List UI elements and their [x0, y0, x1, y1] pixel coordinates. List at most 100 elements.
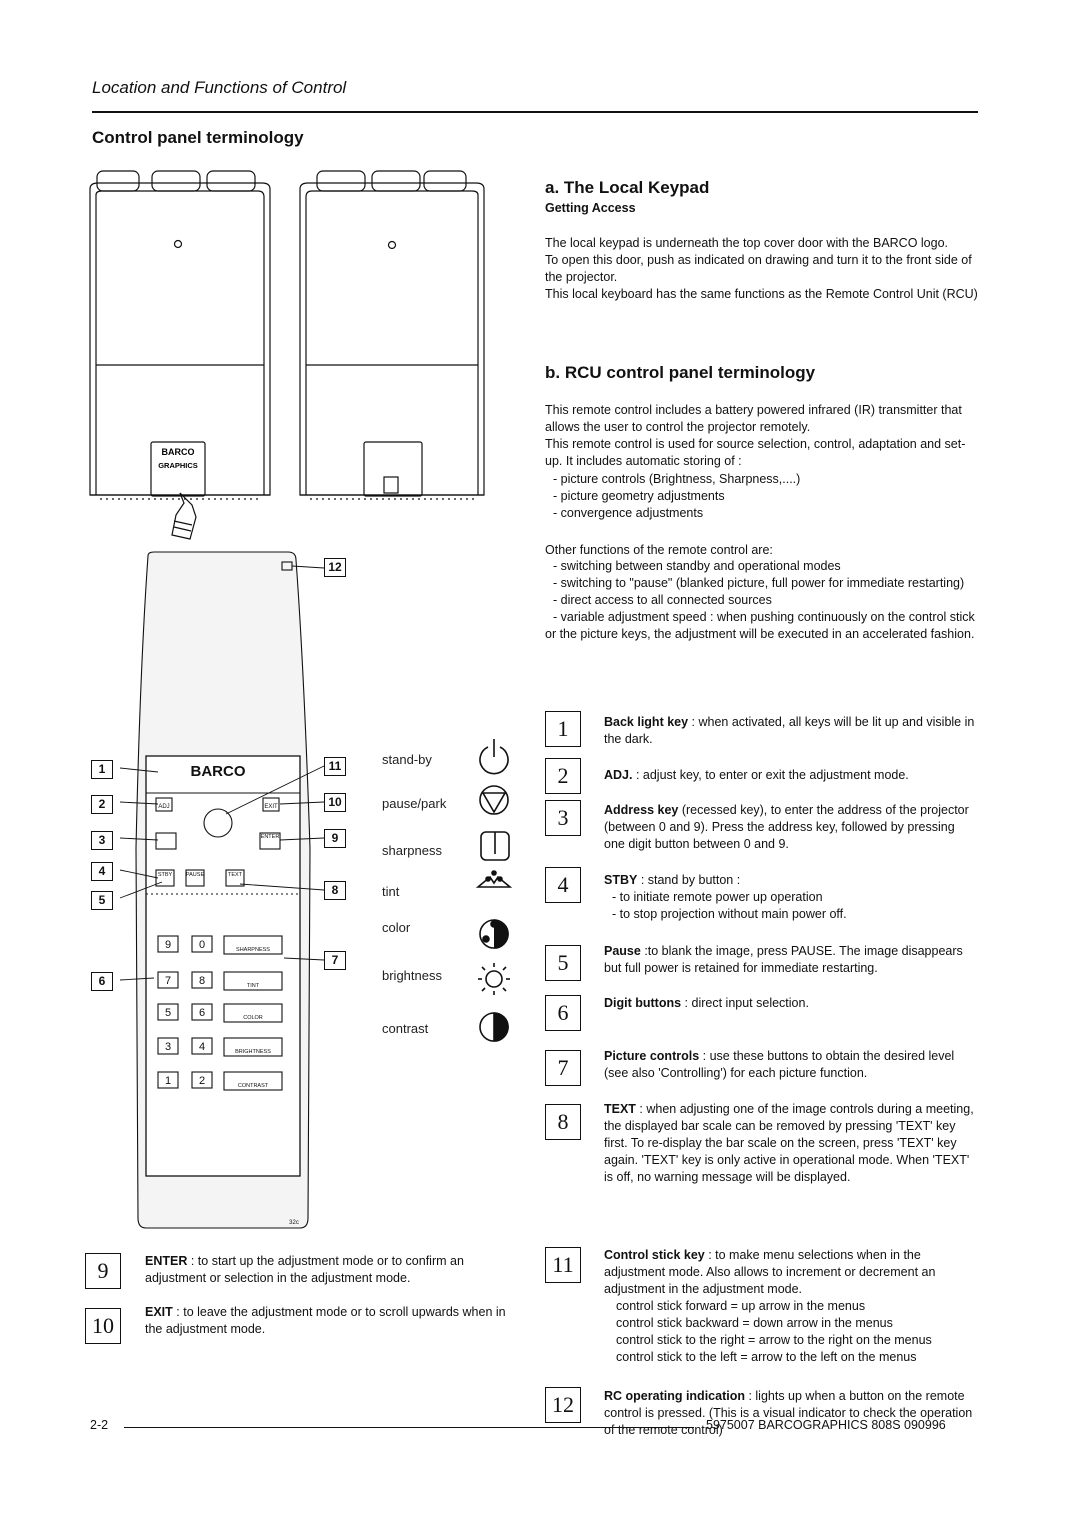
- rcu-list-2: - switching between standby and operatio…: [545, 558, 978, 643]
- remote-control-drawing: BARCO ADJ EXIT ENTER STBY PAUSE TEXT 9 0…: [119, 551, 325, 1229]
- list-item: - switching to "pause" (blanked picture,…: [553, 576, 965, 590]
- exit-key[interactable]: EXIT: [264, 804, 278, 810]
- key-name: RC operating indication: [604, 1389, 745, 1403]
- list-item: - to initiate remote power up operation: [612, 890, 823, 904]
- digit-4[interactable]: 4: [199, 1041, 205, 1053]
- label-brightness: brightness: [382, 968, 442, 983]
- key-text: : stand by button :: [637, 873, 741, 887]
- digit-3[interactable]: 3: [165, 1041, 171, 1053]
- brightness-key[interactable]: BRIGHTNESS: [235, 1049, 271, 1055]
- key-number-1: 1: [545, 711, 581, 747]
- callout-10: 10: [324, 793, 346, 812]
- pause-key[interactable]: PAUSE: [186, 872, 205, 878]
- stby-key[interactable]: STBY: [158, 872, 173, 878]
- digit-8[interactable]: 8: [199, 975, 205, 987]
- key-desc-4: STBY : stand by button : - to initiate r…: [604, 872, 978, 923]
- callout-4: 4: [91, 862, 113, 881]
- key-number-5: 5: [545, 945, 581, 981]
- key-text: : direct input selection.: [681, 996, 809, 1010]
- contrast-key[interactable]: CONTRAST: [238, 1083, 269, 1089]
- key-number-7: 7: [545, 1050, 581, 1086]
- digit-9[interactable]: 9: [165, 939, 171, 951]
- projector-logo-sub: GRAPHICS: [158, 461, 198, 470]
- key-text: : adjust key, to enter or exit the adjus…: [632, 768, 909, 782]
- digit-7[interactable]: 7: [165, 975, 171, 987]
- enter-key[interactable]: ENTER: [261, 834, 280, 840]
- key-desc-1: Back light key : when activated, all key…: [604, 714, 978, 748]
- key-desc-6: Digit buttons : direct input selection.: [604, 995, 978, 1012]
- callout-3: 3: [91, 831, 113, 850]
- list-item: - variable adjustment speed : when pushi…: [545, 610, 975, 641]
- list-item: - picture geometry adjustments: [553, 489, 725, 503]
- callout-1: 1: [91, 760, 113, 779]
- label-contrast: contrast: [382, 1021, 429, 1036]
- key-text: : use these buttons to obtain the desire…: [604, 1049, 955, 1080]
- footer-rule: [124, 1427, 694, 1428]
- rcu-title: b. RCU control panel terminology: [545, 363, 816, 382]
- other-functions-intro: Other functions of the remote control ar…: [545, 543, 773, 557]
- local-keypad-title: a. The Local Keypad: [545, 178, 710, 197]
- list-item: control stick to the right = arrow to th…: [616, 1333, 932, 1347]
- key-name: Address key: [604, 803, 679, 817]
- rcu-list-1: - picture controls (Brightness, Sharpnes…: [553, 471, 800, 522]
- local-keypad-para-2: To open this door, push as indicated on …: [545, 253, 972, 284]
- key-number-3: 3: [545, 800, 581, 836]
- page-number: 2-2: [90, 1418, 109, 1432]
- key-name: EXIT: [145, 1305, 173, 1319]
- key-name: Digit buttons: [604, 996, 682, 1010]
- tint-icon: [475, 870, 513, 888]
- key-name: STBY: [604, 873, 638, 887]
- section-title: Control panel terminology: [92, 128, 304, 147]
- key-desc-10: EXIT : to leave the adjustment mode or t…: [145, 1304, 520, 1338]
- standby-icon: [479, 739, 509, 775]
- digit-5[interactable]: 5: [165, 1007, 171, 1019]
- key-name: ADJ.: [604, 768, 633, 782]
- list-item: control stick forward = up arrow in the …: [616, 1299, 866, 1313]
- callout-11: 11: [324, 757, 346, 776]
- key-desc-2: ADJ. : adjust key, to enter or exit the …: [604, 767, 978, 784]
- key-desc-9: ENTER : to start up the adjustment mode …: [145, 1253, 520, 1287]
- text-key[interactable]: TEXT: [228, 872, 243, 878]
- digit-2[interactable]: 2: [199, 1075, 205, 1087]
- projector-logo-brand: BARCO: [162, 447, 195, 457]
- tint-key[interactable]: TINT: [247, 983, 260, 989]
- header-rule: [92, 111, 978, 113]
- digit-1[interactable]: 1: [165, 1075, 171, 1087]
- key-text: : lights up when a button on the remote …: [604, 1389, 973, 1437]
- key-number-8: 8: [545, 1104, 581, 1140]
- label-color: color: [382, 920, 411, 935]
- digit-6[interactable]: 6: [199, 1007, 205, 1019]
- key-desc-3: Address key (recessed key), to enter the…: [604, 802, 978, 853]
- key-name: TEXT: [604, 1102, 636, 1116]
- drawing-ref: 32c: [289, 1220, 299, 1226]
- key-number-2: 2: [545, 758, 581, 794]
- sharpness-key[interactable]: SHARPNESS: [236, 947, 270, 953]
- contrast-icon: [479, 1012, 509, 1042]
- list-item: - to stop projection without main power …: [612, 907, 847, 921]
- pause-park-icon: [479, 785, 509, 815]
- projector-drawings: BARCO GRAPHICS: [89, 170, 485, 540]
- key-number-6: 6: [545, 995, 581, 1031]
- key-text: : to leave the adjustment mode or to scr…: [145, 1305, 506, 1336]
- digit-0[interactable]: 0: [199, 939, 205, 951]
- key-number-4: 4: [545, 867, 581, 903]
- key-desc-8: TEXT : when adjusting one of the image c…: [604, 1101, 978, 1186]
- rcu-intro-2: This remote control is used for source s…: [545, 437, 966, 468]
- key-name: Back light key: [604, 715, 689, 729]
- adj-key[interactable]: ADJ: [158, 804, 169, 810]
- list-item: - switching between standby and operatio…: [553, 559, 841, 573]
- key-text: : when adjusting one of the image contro…: [604, 1102, 974, 1184]
- callout-7: 7: [324, 951, 346, 970]
- color-key[interactable]: COLOR: [243, 1015, 263, 1021]
- list-item: - picture controls (Brightness, Sharpnes…: [553, 472, 801, 486]
- key-text: :to blank the image, press PAUSE. The im…: [604, 944, 963, 975]
- rcu-intro: This remote control includes a battery p…: [545, 402, 978, 470]
- list-item: control stick to the left = arrow to the…: [616, 1350, 917, 1364]
- callout-5: 5: [91, 891, 113, 910]
- key-name: Control stick key: [604, 1248, 705, 1262]
- local-keypad-text: The local keypad is underneath the top c…: [545, 235, 978, 303]
- running-header: Location and Functions of Control: [92, 78, 347, 97]
- key-desc-5: Pause :to blank the image, press PAUSE. …: [604, 943, 978, 977]
- remote-brand: BARCO: [191, 763, 246, 780]
- local-keypad-para-1: The local keypad is underneath the top c…: [545, 236, 949, 250]
